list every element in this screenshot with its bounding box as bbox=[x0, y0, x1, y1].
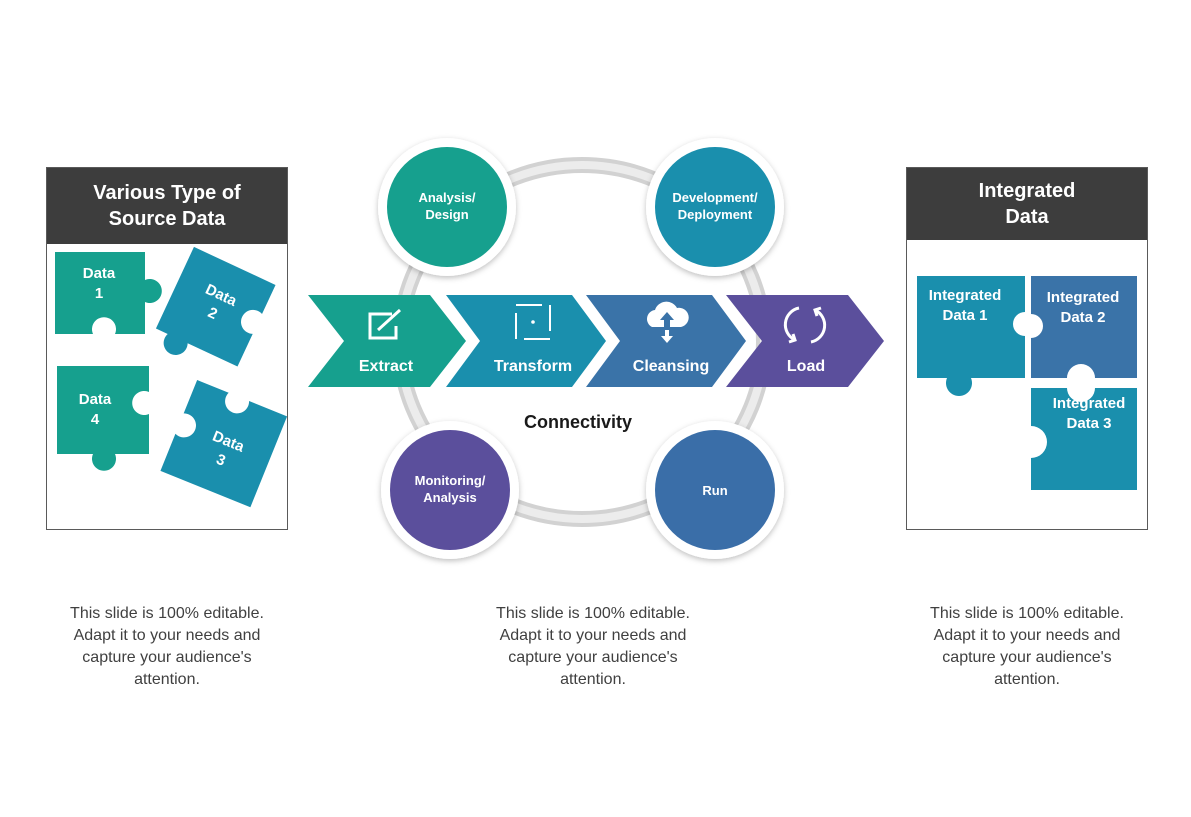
process-label-cleansing: Cleansing bbox=[633, 358, 709, 375]
puzzle-piece-data-2: Data 2 bbox=[155, 246, 276, 367]
node-analysis-design-line-2: Design bbox=[425, 207, 468, 222]
node-development-deployment-line-1: Development/ bbox=[672, 190, 758, 205]
integrated-data-title-line-1: Integrated bbox=[978, 180, 1076, 202]
puzzle-piece-data-3: Data 3 bbox=[160, 380, 287, 508]
caption-center-line-2: Adapt it to your needs and bbox=[499, 627, 687, 644]
puzzle-piece-integrated-1: Integrated Data 1 bbox=[917, 276, 1025, 396]
puzzle-piece-integrated-2: Integrated Data 2 bbox=[1031, 276, 1137, 378]
puzzle-piece-integrated-3-shape bbox=[1031, 388, 1137, 490]
node-monitoring-analysis-line-1: Monitoring/ bbox=[415, 473, 486, 488]
puzzle-piece-data-1: Data 1 bbox=[55, 252, 162, 334]
caption-right-line-1: This slide is 100% editable. bbox=[930, 605, 1124, 622]
puzzle-label-data-4-line-2: 4 bbox=[91, 411, 100, 428]
cycle-node-run: Run bbox=[646, 421, 784, 559]
source-data-panel: Various Type of Source Data Data 1 Data … bbox=[46, 167, 288, 530]
integrated-data-panel: Integrated Data Integrated Data 1 Integr… bbox=[906, 167, 1148, 530]
node-run-label: Run bbox=[702, 483, 727, 498]
puzzle-label-integrated-2-line-1: Integrated bbox=[1047, 289, 1120, 306]
process-step-load: Load bbox=[726, 295, 884, 387]
process-label-transform: Transform bbox=[494, 358, 572, 375]
integrated-data-title: Integrated Data bbox=[907, 168, 1147, 240]
caption-center-line-1: This slide is 100% editable. bbox=[496, 605, 690, 622]
puzzle-label-integrated-1-line-2: Data 1 bbox=[942, 307, 987, 324]
caption-left: This slide is 100% editable. Adapt it to… bbox=[37, 603, 297, 691]
cloud-icon bbox=[647, 301, 689, 343]
puzzle-piece-data-4: Data 4 bbox=[57, 366, 149, 471]
transform-icon bbox=[515, 304, 551, 340]
caption-center: This slide is 100% editable. Adapt it to… bbox=[463, 603, 723, 691]
puzzle-label-integrated-3-line-1: Integrated bbox=[1053, 395, 1126, 412]
puzzle-label-data-1-line-2: 1 bbox=[95, 285, 103, 302]
puzzle-piece-data-4-shape bbox=[57, 366, 149, 471]
puzzle-label-integrated-2-line-2: Data 2 bbox=[1060, 309, 1105, 326]
process-label-extract: Extract bbox=[359, 358, 414, 375]
cycle-node-development-deployment: Development/ Deployment bbox=[646, 138, 784, 276]
edit-icon bbox=[368, 308, 402, 340]
node-development-deployment-line-2: Deployment bbox=[678, 207, 753, 222]
integrated-data-puzzle: Integrated Data 1 Integrated Data 2 Inte… bbox=[917, 276, 1137, 490]
source-data-puzzle: Data 1 Data 2 Data 4 Data 3 bbox=[55, 246, 287, 508]
puzzle-label-integrated-3-line-2: Data 3 bbox=[1066, 415, 1111, 432]
caption-left-line-4: attention. bbox=[134, 671, 200, 688]
cycle-node-analysis-design: Analysis/ Design bbox=[378, 138, 516, 276]
node-analysis-design-line-1: Analysis/ bbox=[418, 190, 475, 205]
source-data-title-line-2: Source Data bbox=[108, 208, 226, 230]
caption-center-line-3: capture your audience's bbox=[508, 649, 678, 666]
refresh-icon bbox=[783, 306, 827, 344]
caption-right: This slide is 100% editable. Adapt it to… bbox=[897, 603, 1157, 691]
puzzle-piece-data-2-shape bbox=[155, 246, 276, 367]
caption-left-line-2: Adapt it to your needs and bbox=[73, 627, 261, 644]
puzzle-label-data-1-line-1: Data bbox=[83, 265, 116, 282]
integrated-data-title-line-2: Data bbox=[1005, 206, 1049, 228]
cycle-node-monitoring-analysis: Monitoring/ Analysis bbox=[381, 421, 519, 559]
puzzle-label-integrated-1-line-1: Integrated bbox=[929, 287, 1002, 304]
caption-left-line-3: capture your audience's bbox=[82, 649, 252, 666]
node-monitoring-analysis-line-2: Analysis bbox=[423, 490, 476, 505]
process-step-extract: Extract bbox=[308, 295, 466, 387]
source-data-title: Various Type of Source Data bbox=[47, 168, 287, 244]
connectivity-label: Connectivity bbox=[524, 412, 632, 432]
process-step-transform: Transform bbox=[446, 295, 606, 387]
puzzle-piece-integrated-1-shape bbox=[917, 276, 1025, 396]
puzzle-piece-data-1-shape bbox=[55, 252, 162, 334]
caption-center-line-4: attention. bbox=[560, 671, 626, 688]
connectivity-diagram: Analysis/ Design Development/ Deployment… bbox=[308, 138, 884, 559]
process-label-load: Load bbox=[787, 358, 825, 375]
caption-right-line-4: attention. bbox=[994, 671, 1060, 688]
caption-right-line-2: Adapt it to your needs and bbox=[933, 627, 1121, 644]
process-step-cleansing: Cleansing bbox=[586, 295, 746, 387]
puzzle-piece-integrated-2-shape bbox=[1031, 276, 1137, 378]
puzzle-label-data-4-line-1: Data bbox=[79, 391, 112, 408]
source-data-title-line-1: Various Type of bbox=[93, 182, 241, 204]
caption-left-line-1: This slide is 100% editable. bbox=[70, 605, 264, 622]
caption-right-line-3: capture your audience's bbox=[942, 649, 1112, 666]
puzzle-piece-integrated-3: Integrated Data 3 bbox=[1031, 388, 1137, 490]
puzzle-piece-data-3-shape bbox=[160, 380, 287, 508]
